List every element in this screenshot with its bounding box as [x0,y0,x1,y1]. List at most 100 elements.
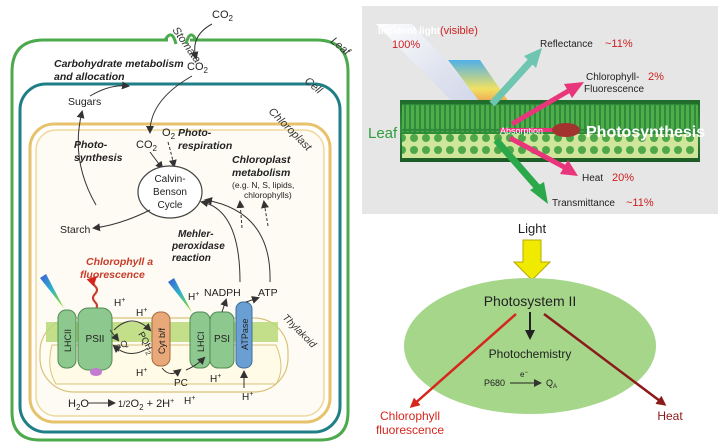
photosynthesis-label: Photosynthesis [586,124,705,141]
leaf-label: Leaf [328,35,353,59]
arrow-dashed-to-chlmeta1 [236,200,245,229]
arrow-to-starch [92,209,151,232]
chloroplast-metabolism-line2: metabolism [232,167,290,179]
left-panel: Stomata CO2 CO2 Leaf Cell Chloroplast Ca… [10,9,353,442]
carb-metabolism-line1: Carbohydrate metabolism [54,58,184,70]
chlorophyll-fluorescence-line1: Chlorophyll a [86,256,153,268]
reflectance-arrowhead [524,48,542,68]
arrow-pq-return [112,344,149,354]
chloroplast-metabolism-line1: Chloroplast [232,154,291,166]
transmittance-label: Transmittance [552,198,615,209]
incoming-light-arrow-left [40,274,78,326]
photorespiration-line2: respiration [178,140,232,152]
psi-label: PSI [214,334,230,345]
leaf-spongy-layer [402,134,698,158]
nadph-label: NADPH [204,287,241,299]
light-arrow-yellow [512,239,552,281]
proton-label-7: H+ [184,395,195,407]
leaf-label-right: Leaf [368,125,398,142]
photochemistry-label: Photochemistry [489,347,572,361]
psii-label: PSII [86,334,105,345]
chl-fluorescence-label-2: Fluorescence [584,84,644,95]
proton-label-3: H+ [188,291,199,303]
light-label: Light [518,221,547,236]
heat-arrow [508,135,568,171]
photosynthesis-line1: Photo- [74,139,108,151]
transmittance-percent: ~11% [626,197,654,209]
incident-percent: 100% [392,39,420,51]
arrow-psii-to-pq [109,329,120,342]
cell-label: Cell [302,75,325,97]
water-splitting-reaction: H2O 1/2O2 + 2H+ [68,398,174,412]
co2-mid-label: CO2 [136,139,158,153]
svg-text:1/2O2 + 2H+: 1/2O2 + 2H+ [118,398,174,412]
heat-arrowhead [560,160,578,176]
chlorophyll-fluorescence-line2: fluorescence [80,269,145,281]
o2-label: O2 [162,127,176,141]
svg-text:O2: O2 [162,127,176,141]
arrow-to-chlorophyll-fluorescence [409,313,517,408]
atpase-complex [235,301,253,369]
arrow-cytbf-to-pc [161,367,182,377]
arrow-sugars-to-carb [89,81,130,97]
photorespiration-line1: Photo- [178,127,212,139]
chl-fluorescence-arrow [510,87,572,127]
stomata-guard-cell-right [184,33,198,45]
atpase-label: ATPase [240,319,250,350]
cyt-bf-label: Cyt b/f [157,327,167,354]
mehler-line3: reaction [172,253,211,264]
arrow-pc-to-psi [185,356,206,371]
atp-label: ATP [258,287,278,299]
proton-label-1: H+ [114,297,125,309]
co2-left-label: CO2 [187,61,209,75]
svg-text:CO2: CO2 [136,139,158,153]
co2-top-label: CO2 [212,9,234,23]
stomata-guard-cell-left [163,33,178,45]
svg-text:CO2: CO2 [187,61,209,75]
svg-text:CO2: CO2 [212,9,234,23]
mehler-line2: peroxidase [171,241,225,252]
leaf-membrane [10,38,350,442]
chl-fluorescence-bottom-line1: Chlorophyll [380,409,440,423]
lhci-label: LHCI [196,331,206,352]
photosynthesis-blob [552,123,580,137]
leaf-palisade-layer [402,104,698,132]
transmittance-arrowhead [530,182,548,204]
svg-text:QA: QA [546,378,557,390]
chl-fluorescence-label-1: Chlorophyll- [586,72,639,83]
svg-text:e−: e− [520,370,528,379]
cyt-bf-complex [151,311,171,367]
arrow-to-heat [543,313,667,406]
reflectance-percent: ~11% [605,38,633,50]
sugars-label: Sugars [68,96,101,108]
incident-visible-label: (visible) [440,25,478,37]
calvin-line2: Benson [153,187,187,198]
starch-label: Starch [60,224,91,236]
lhcii-complex [57,309,77,369]
arrow-atpase-to-atp [245,296,260,304]
incident-light-beam [376,24,500,120]
chl-fluorescence-bottom-line2: fluorescence [376,423,444,437]
photosynthesis-line2: synthesis [74,152,123,164]
reflectance-arrow [489,57,535,107]
chl-fluorescence-percent: 2% [648,71,664,83]
arrow-co2-in [190,23,213,60]
arrow-atp-to-calvin [204,197,271,283]
proton-label-4: H+ [136,367,147,379]
top-right-panel: Incident light (visible) 100% Leaf Refle… [362,6,718,214]
pc-label: PC [174,378,188,389]
photosystem-ii-ellipse [404,278,656,414]
carb-metabolism-line2: and allocation [54,71,125,83]
proton-label-2: H+ [136,307,147,319]
absorption-label: Absorption [500,126,543,136]
chl-fluorescence-arrowhead [564,82,584,98]
oxygen-evolving-complex [90,368,102,376]
lhcii-label: LHCII [63,329,73,352]
arrow-psi-to-nadph [220,298,228,313]
reflectance-label: Reflectance [540,39,593,50]
fluorescence-wave [86,275,98,311]
arrow-pq-cycle [113,320,152,332]
arrow-co2-to-chloroplast [146,75,193,134]
proton-labels: H+ H+ H+ H+ H+ H+ H+ [114,291,253,407]
